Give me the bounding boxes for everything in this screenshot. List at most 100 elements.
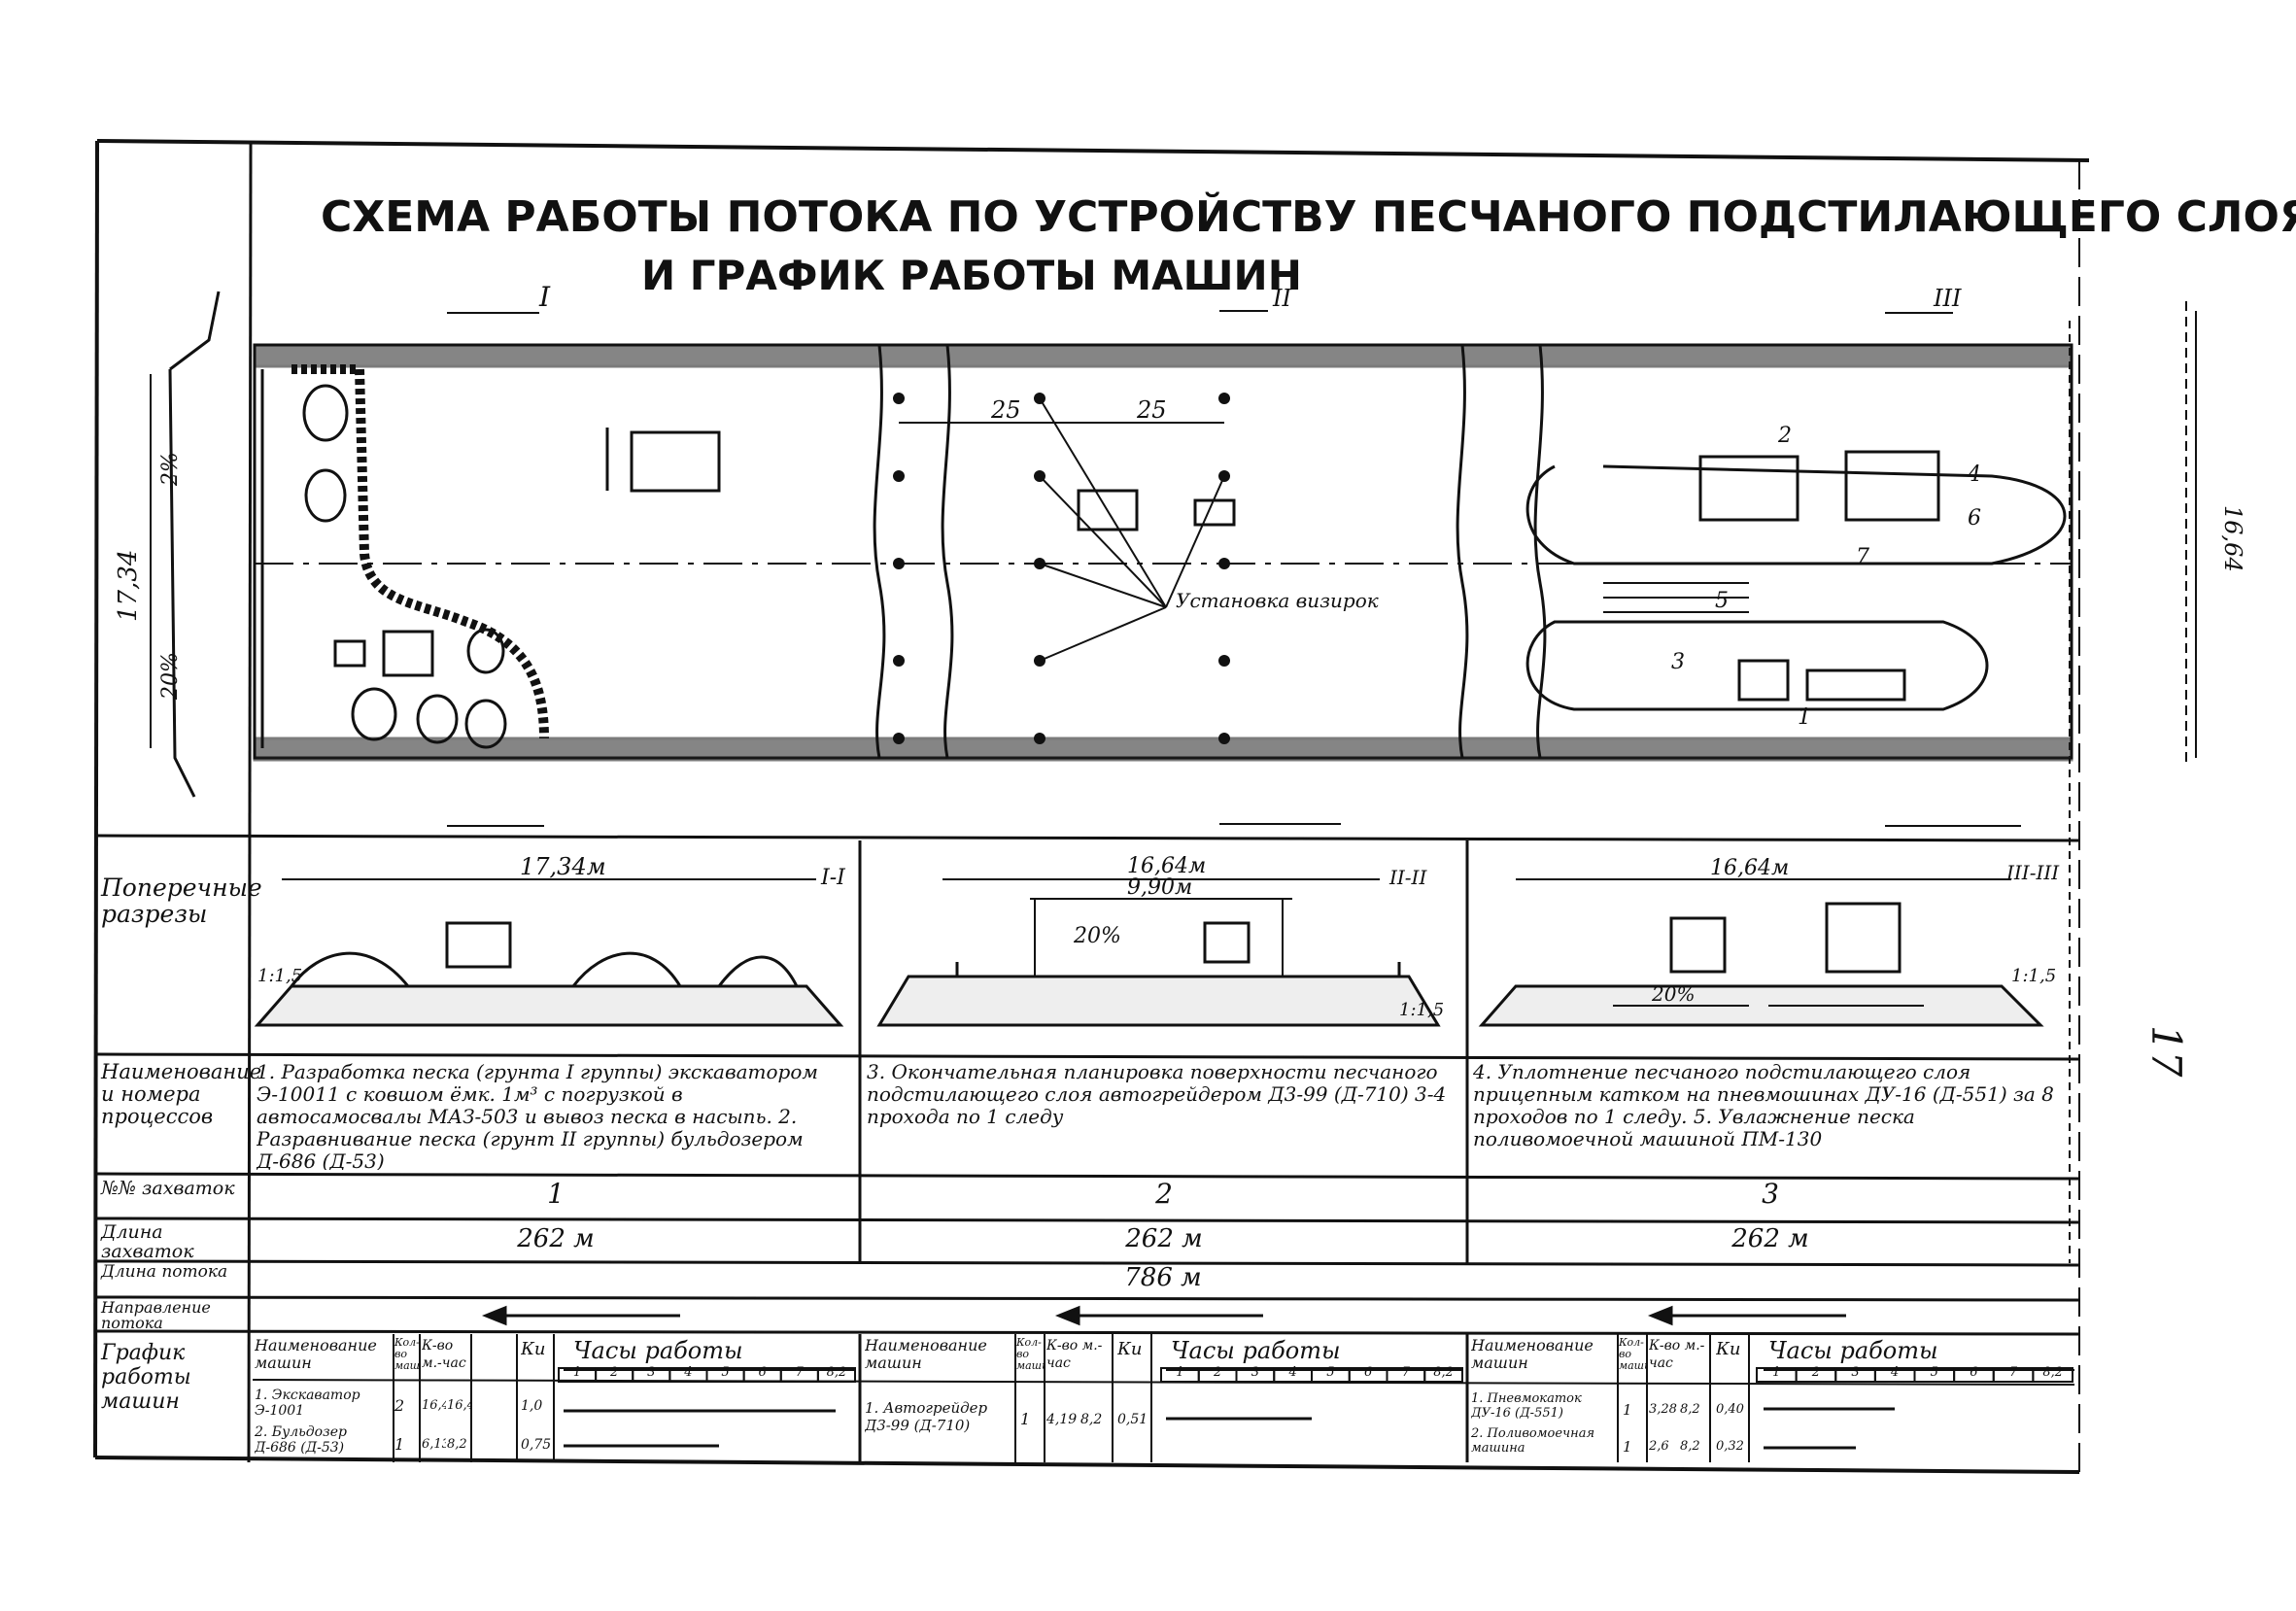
sched1-header-mh: К-во м.-час xyxy=(422,1338,466,1370)
sched2-header-mh: К-во м.-час xyxy=(1046,1338,1103,1370)
hour-tick-label: 6 xyxy=(1363,1365,1373,1380)
hour-tick-label: 8,2 xyxy=(826,1365,847,1380)
sched3-header-hours: Часы работы xyxy=(1768,1337,1938,1364)
hour-tick-label: 5 xyxy=(1930,1365,1938,1380)
sched3-row1-mh1: 3,28 xyxy=(1649,1402,1677,1417)
zone-length-2: 262 м xyxy=(1125,1224,1203,1253)
plan-left-dimension: 17,34 xyxy=(114,550,143,622)
hour-tick-label: 8,2 xyxy=(2042,1365,2064,1380)
section-mark-3: III xyxy=(1933,285,1962,312)
sched3-header-count: Кол-во машин xyxy=(1619,1337,1646,1370)
sched3-header-machine: Наименование машин xyxy=(1471,1337,1593,1370)
hour-tick-label: 2 xyxy=(1213,1365,1222,1380)
sched2-header-k: Ки xyxy=(1117,1341,1143,1359)
section2-slope: 1:1,5 xyxy=(1399,1000,1444,1020)
sched1-row2-mh1: 6,13 xyxy=(422,1437,446,1452)
plan-left-sub-top: 2% xyxy=(158,452,183,487)
section2-mark: II-II xyxy=(1388,866,1427,889)
sched1-header-hours: Часы работы xyxy=(573,1337,743,1364)
sched3-row2-k: 0,32 xyxy=(1716,1439,1744,1454)
sched1-row1-name: 1. Экскаватор Э-1001 xyxy=(255,1388,360,1419)
sched2-row1-mh2: 8,2 xyxy=(1080,1412,1103,1427)
section-mark-1: I xyxy=(538,281,551,313)
section2-width: 16,64м xyxy=(1127,854,1206,878)
row-label-direction: Направление потока xyxy=(101,1298,211,1332)
hour-tick-label: 7 xyxy=(795,1365,804,1380)
sched3-row1-count: 1 xyxy=(1623,1401,1632,1419)
hour-tick-label: 2 xyxy=(1811,1365,1821,1380)
process-zone-1: 1. Разработка песка (грунта I группы) эк… xyxy=(257,1061,818,1170)
sched1-row1-mh1: 16,4 xyxy=(422,1398,446,1413)
pass-number-5: 5 xyxy=(1715,589,1729,613)
spacing-mark-1: 25 xyxy=(990,396,1021,424)
sched3-row1-name: 1. Пневмокаток ДУ-16 (Д-551) xyxy=(1471,1391,1582,1421)
pass-number-6: 6 xyxy=(1968,506,1981,531)
sched1-row2-count: 1 xyxy=(394,1436,405,1454)
hour-tick-label: 4 xyxy=(1891,1365,1900,1380)
zone-length-3: 262 м xyxy=(1731,1224,1809,1253)
plan-right-dimension: 16,64 xyxy=(2219,505,2246,572)
hour-tick-label: 1 xyxy=(1176,1365,1184,1380)
row-label-zone-length: Длина захваток xyxy=(101,1221,194,1262)
sched3-row2-mh2: 8,2 xyxy=(1680,1439,1700,1454)
sched2-header-count: Кол-во машин xyxy=(1016,1337,1044,1370)
hour-tick-label: 6 xyxy=(1970,1365,1978,1380)
sched1-header-count: Кол-во машин xyxy=(394,1337,419,1370)
stake-note: Установка визирок xyxy=(1176,589,1379,612)
section3-slope-pct: 20% xyxy=(1651,982,1695,1006)
row-label-flow-length: Длина потока xyxy=(101,1262,228,1282)
sched1-row2-mh2: 8,2 xyxy=(447,1437,467,1452)
section3-slope: 1:1,5 xyxy=(2011,966,2056,986)
hour-tick-label: 3 xyxy=(1851,1365,1860,1380)
hour-tick-label: 2 xyxy=(610,1365,619,1380)
sched1-row1-count: 2 xyxy=(394,1397,405,1415)
sched1-row1-k: 1,0 xyxy=(521,1398,543,1414)
pass-number-4: 4 xyxy=(1967,463,1981,487)
zone-number-3: 3 xyxy=(1762,1178,1779,1210)
frame-bottom xyxy=(94,1456,2080,1474)
section3-mark: III-III xyxy=(2005,861,2060,884)
title-line-2: И ГРАФИК РАБОТЫ МАШИН xyxy=(641,252,1302,299)
section2-slope-pct: 20% xyxy=(1073,924,1121,948)
hour-tick-label: 1 xyxy=(572,1365,582,1380)
title-line-1: СХЕМА РАБОТЫ ПОТОКА ПО УСТРОЙСТВУ ПЕСЧАН… xyxy=(321,190,2296,242)
hour-tick-label: 5 xyxy=(721,1365,730,1380)
hour-tick-label: 7 xyxy=(1401,1365,1411,1380)
sched3-header-k: Ки xyxy=(1716,1341,1741,1359)
row-label-sections: Поперечные разрезы xyxy=(101,874,262,928)
hour-tick-label: 4 xyxy=(684,1365,693,1380)
pass-number-2: 2 xyxy=(1777,424,1792,448)
sched2-header-machine: Наименование машин xyxy=(865,1337,987,1370)
sched2-header-hours: Часы работы xyxy=(1171,1337,1341,1364)
sched2-row1-mh1: 4,19 xyxy=(1046,1412,1078,1427)
section1-width: 17,34м xyxy=(520,853,606,880)
zone-number-1: 1 xyxy=(547,1178,565,1210)
hour-tick-box xyxy=(2032,1367,2073,1383)
sched3-row2-mh1: 2,6 xyxy=(1649,1439,1669,1454)
row-label-schedule: График работы машин xyxy=(101,1341,191,1414)
pass-number-1: 1 xyxy=(1798,705,1811,730)
zone-number-2: 2 xyxy=(1155,1178,1173,1210)
frame-left xyxy=(93,140,99,1458)
hour-tick-label: 8,2 xyxy=(1433,1365,1454,1380)
sched1-row2-k: 0,75 xyxy=(521,1437,552,1453)
sched3-row1-mh2: 8,2 xyxy=(1680,1402,1700,1417)
hour-tick-label: 5 xyxy=(1326,1365,1335,1380)
sched3-row2-count: 1 xyxy=(1623,1438,1632,1456)
hour-tick-label: 3 xyxy=(647,1365,656,1380)
row-label-zones: №№ захваток xyxy=(101,1178,235,1199)
sched2-row1-k: 0,51 xyxy=(1117,1412,1148,1427)
sched1-header-machine: Наименование машин xyxy=(255,1337,377,1370)
spacing-mark-2: 25 xyxy=(1136,396,1167,424)
row-label-processes: Наименование и номера процессов xyxy=(101,1060,262,1128)
section1-mark: I-I xyxy=(820,866,846,890)
label-column-divider xyxy=(247,143,253,1463)
sched1-row1-mh2: 16,4 xyxy=(447,1398,471,1413)
sched1-header-k: Ки xyxy=(521,1341,546,1359)
page-number: 17 xyxy=(2142,1025,2190,1078)
section2-inner: 9,90м xyxy=(1127,875,1192,900)
sched3-row2-name: 2. Поливомоечная машина xyxy=(1471,1426,1595,1456)
hour-tick-label: 1 xyxy=(1772,1365,1781,1380)
